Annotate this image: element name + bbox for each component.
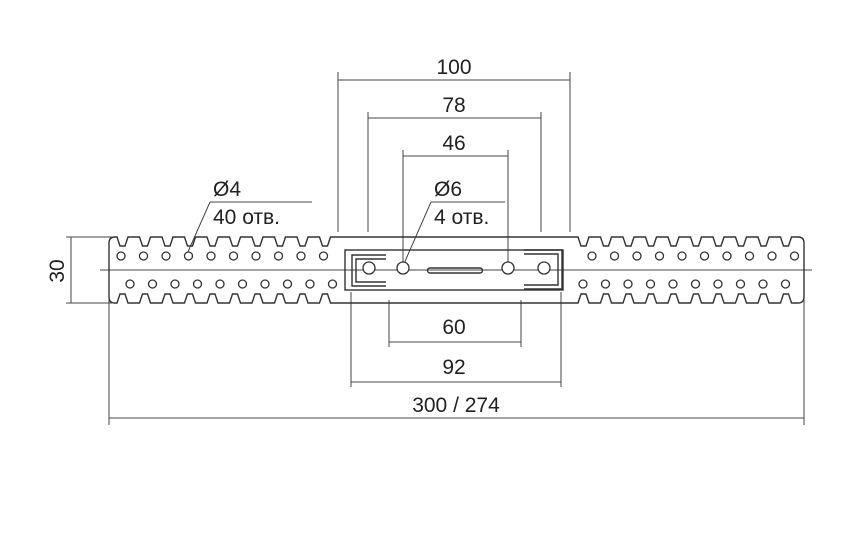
dim-label-60: 60: [442, 316, 465, 339]
center-plate: [344, 249, 564, 291]
small-hole: [677, 251, 687, 261]
small-hole: [147, 279, 158, 289]
small-hole: [161, 251, 171, 261]
small-hole: [767, 251, 777, 261]
small-hole: [722, 251, 732, 261]
small-hole: [237, 279, 248, 289]
small-hole: [587, 251, 597, 261]
large-holes-group: [362, 261, 551, 275]
small-hole: [713, 279, 723, 289]
dim-label-30: 30: [46, 259, 69, 282]
small-hole: [215, 279, 225, 289]
note-small-holes-count: 40 отв.: [213, 206, 280, 229]
large-hole: [537, 261, 551, 275]
small-hole: [318, 251, 329, 261]
small-hole: [327, 279, 338, 289]
note-large-holes-count: 4 отв.: [434, 206, 489, 229]
right-bracket: [524, 249, 563, 290]
small-hole: [789, 251, 800, 261]
small-hole: [206, 251, 216, 261]
small-hole: [690, 279, 701, 289]
small-hole: [282, 279, 293, 289]
small-hole: [260, 279, 270, 289]
small-hole: [192, 279, 203, 289]
small-hole: [296, 251, 306, 261]
small-hole: [758, 279, 768, 289]
small-hole: [668, 279, 678, 289]
small-hole: [170, 279, 180, 289]
small-hole: [654, 251, 665, 261]
small-hole: [632, 251, 642, 261]
extension-lines: [66, 72, 812, 425]
large-hole: [362, 261, 376, 275]
small-hole: [183, 251, 194, 261]
small-hole: [251, 251, 261, 261]
small-hole: [116, 251, 126, 261]
rail-outline: [108, 236, 805, 304]
dim-label-300-274: 300 / 274: [412, 394, 500, 417]
small-hole: [273, 251, 284, 261]
small-hole: [305, 279, 315, 289]
small-hole: [228, 251, 239, 261]
large-hole: [396, 261, 410, 275]
small-hole: [125, 279, 135, 289]
small-hole: [735, 279, 746, 289]
small-hole: [699, 251, 710, 261]
large-hole: [501, 261, 515, 275]
small-hole: [609, 251, 620, 261]
note-large-holes-dia: Ø6: [434, 178, 462, 201]
dimension-lines: [70, 79, 804, 419]
small-hole: [623, 279, 633, 289]
small-hole: [744, 251, 755, 261]
small-holes-group: [116, 251, 800, 289]
dim-label-46: 46: [442, 132, 465, 155]
small-hole: [578, 279, 588, 289]
dim-label-92: 92: [442, 356, 465, 379]
small-hole: [138, 251, 149, 261]
small-hole: [645, 279, 656, 289]
small-hole: [780, 279, 791, 289]
dim-label-78: 78: [442, 94, 465, 117]
dim-label-100: 100: [436, 56, 471, 79]
left-bracket: [351, 254, 386, 287]
note-small-holes-dia: Ø4: [213, 178, 241, 201]
small-hole: [600, 279, 611, 289]
rail-body: [108, 236, 805, 304]
